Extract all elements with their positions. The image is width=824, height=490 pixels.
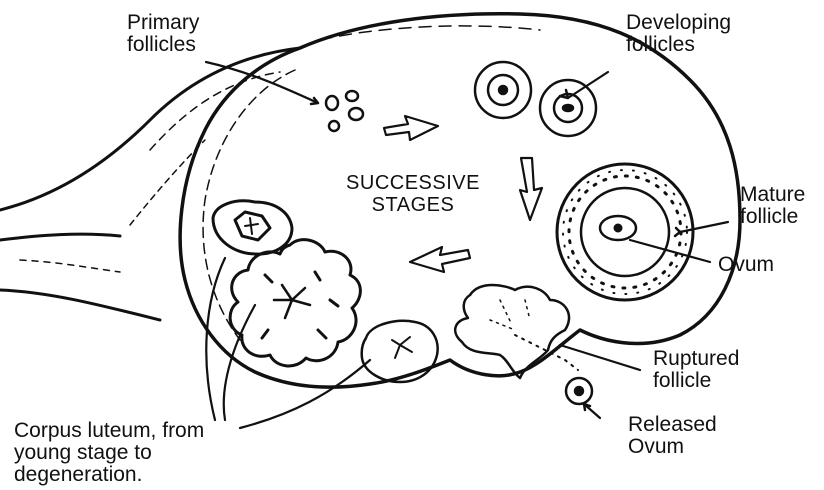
arrow-down xyxy=(520,158,542,220)
mature-follicle xyxy=(557,164,693,300)
label-released-ovum: Released Ovum xyxy=(628,414,717,458)
corpus-luteum-degenerating xyxy=(362,321,438,382)
label-ovum: Ovum xyxy=(718,254,774,276)
arrow-right xyxy=(384,116,438,140)
corpus-luteum-young xyxy=(213,201,292,254)
label-mature-follicle: Mature follicle xyxy=(740,184,805,228)
ruptured-follicle xyxy=(455,285,578,378)
ligament xyxy=(0,48,300,320)
label-corpus-luteum: Corpus luteum, from young stage to degen… xyxy=(14,420,204,486)
ovary-inner-wall-2 xyxy=(320,26,540,40)
label-primary-follicles: Primary follicles xyxy=(127,12,199,56)
developing-follicles xyxy=(475,62,596,136)
corpus-luteum-large xyxy=(230,240,360,366)
label-ruptured-follicle: Ruptured follicle xyxy=(653,348,739,392)
label-successive-stages: SUCCESSIVE STAGES xyxy=(318,172,508,216)
arrow-left xyxy=(410,247,470,272)
label-developing-follicles: Developing follicles xyxy=(626,12,731,56)
released-ovum xyxy=(566,378,592,404)
primary-follicles xyxy=(326,91,363,131)
